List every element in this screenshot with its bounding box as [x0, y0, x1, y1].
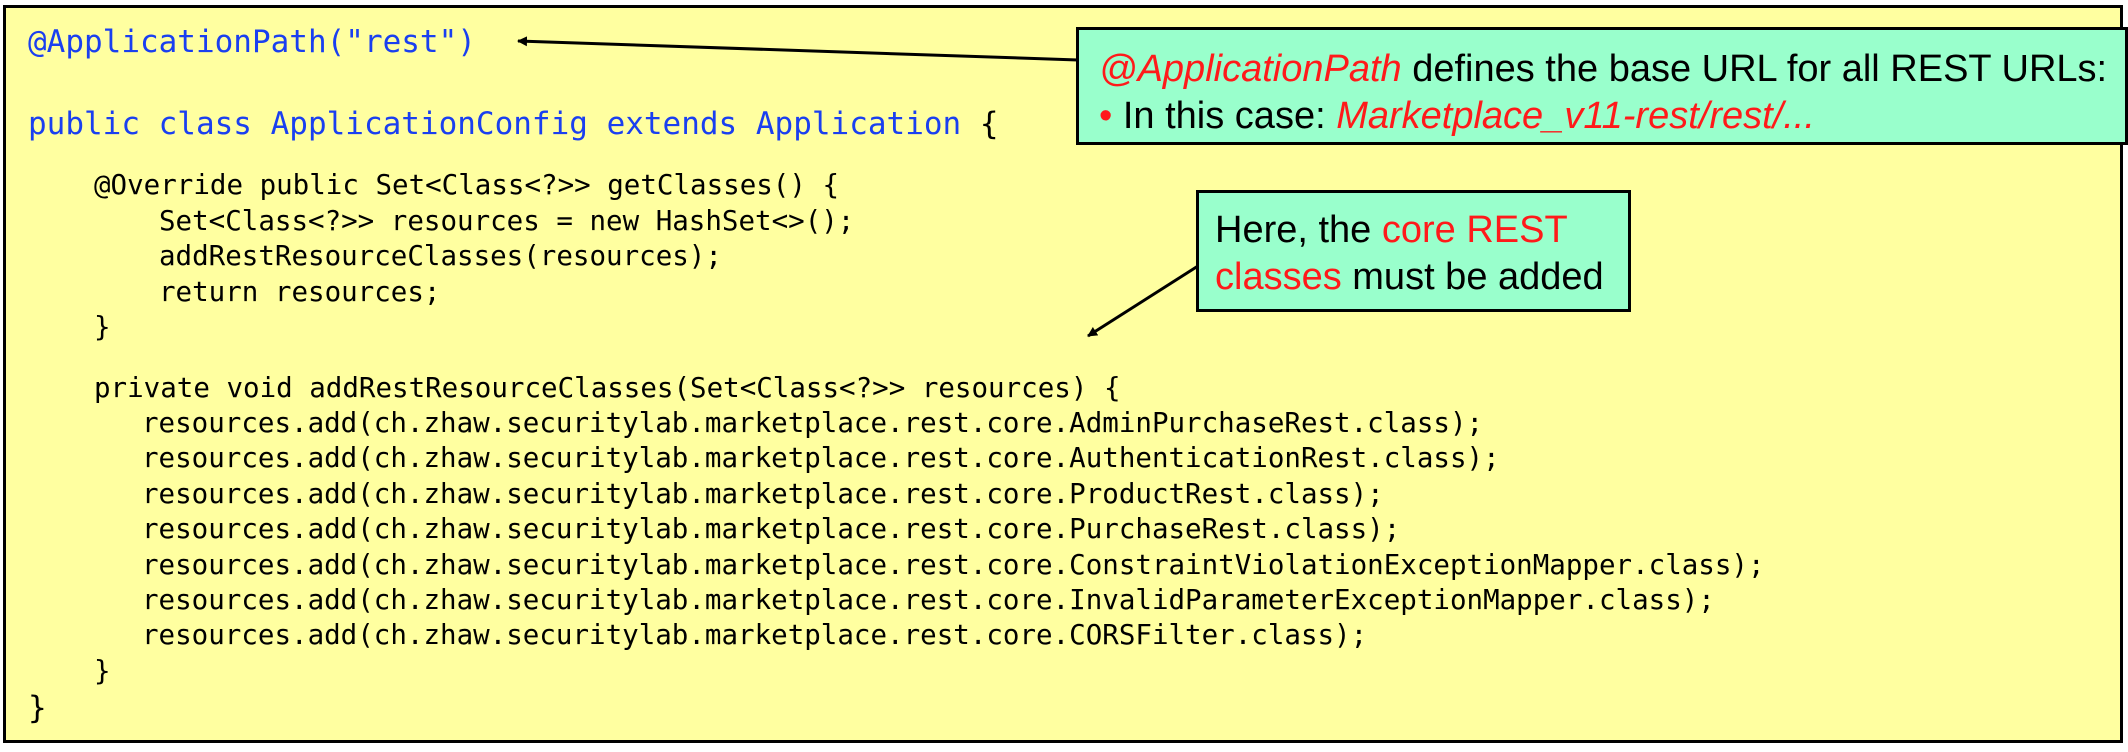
callout-core-classes: Here, the core REST classes must be added — [1196, 190, 1631, 312]
code-line-6: private void addRestResourceClasses(Set<… — [94, 372, 1121, 404]
callout-path-prefix: In this case: — [1112, 95, 1337, 137]
callout-core-highlight-2: classes — [1215, 256, 1342, 298]
class-declaration-keywords: public class ApplicationConfig extends A… — [28, 106, 962, 142]
callout-path-line-1: @ApplicationPath defines the base URL fo… — [1099, 46, 2125, 93]
annotation-line: @ApplicationPath("rest") — [28, 24, 476, 60]
callout-path-text: defines the base URL for all REST URLs: — [1401, 48, 2108, 90]
code-line-5: } — [94, 311, 111, 343]
callout-path-line-2: • In this case: Marketplace_v11-rest/res… — [1099, 93, 2125, 140]
code-line-9: resources.add(ch.zhaw.securitylab.market… — [142, 478, 1384, 510]
code-line-13: resources.add(ch.zhaw.securitylab.market… — [142, 619, 1368, 651]
class-declaration-brace: { — [961, 106, 999, 142]
code-line-10: resources.add(ch.zhaw.securitylab.market… — [142, 513, 1401, 545]
code-line-15: } — [28, 690, 47, 726]
callout-core-suffix: must be added — [1341, 256, 1604, 298]
code-line-2: Set<Class<?>> resources = new HashSet<>(… — [159, 205, 855, 237]
code-line-12: resources.add(ch.zhaw.securitylab.market… — [142, 584, 1715, 616]
callout-core-highlight-1: core REST — [1381, 209, 1568, 251]
callout-path-example: Marketplace_v11-rest/rest/... — [1336, 95, 1815, 137]
callout-path-highlight: @ApplicationPath — [1099, 48, 1402, 90]
code-line-3: addRestResourceClasses(resources); — [159, 240, 722, 272]
code-line-11: resources.add(ch.zhaw.securitylab.market… — [142, 549, 1765, 581]
callout-core-prefix: Here, the — [1215, 209, 1382, 251]
code-line-14: } — [94, 655, 111, 687]
code-line-4: return resources; — [159, 276, 441, 308]
code-line-8: resources.add(ch.zhaw.securitylab.market… — [142, 442, 1500, 474]
bullet-icon: • — [1099, 95, 1113, 137]
code-line-1: @Override public Set<Class<?>> getClasse… — [94, 169, 840, 201]
class-declaration: public class ApplicationConfig extends A… — [28, 104, 999, 144]
code-line-7: resources.add(ch.zhaw.securitylab.market… — [142, 407, 1484, 439]
callout-application-path: @ApplicationPath defines the base URL fo… — [1076, 27, 2128, 145]
